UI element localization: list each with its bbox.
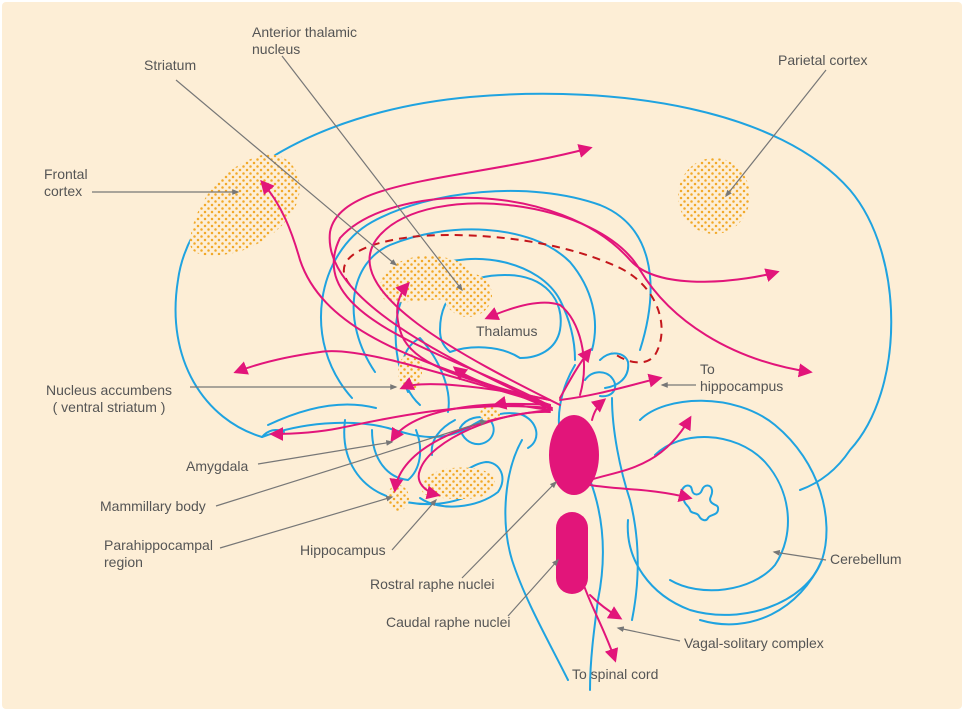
projection-mammillary (492, 395, 551, 411)
leader-caudal-raphe (507, 558, 559, 617)
anterior-thalamic-region (444, 273, 492, 317)
projection-posterior-long (368, 202, 813, 406)
label-amygdala: Amygdala (186, 458, 249, 474)
projection-vagal (589, 594, 623, 620)
cingulate-outline (320, 189, 652, 399)
leader-parahippocampal (219, 495, 394, 549)
label-parietal-cortex: Parietal cortex (778, 52, 868, 68)
leader-striatum (175, 79, 398, 266)
cerebellum-fold-outline (699, 559, 823, 626)
lateral-ventricle-dashed (343, 234, 663, 364)
parietal-cortex-region (678, 158, 750, 234)
leader-rostral-raphe (461, 480, 558, 579)
rostral-raphe-nuclei (549, 415, 599, 495)
label-vagal-solitary-complex: Vagal-solitary complex (684, 635, 824, 651)
projection-brainstem-up (590, 398, 607, 421)
projection-cerebellum-up (589, 415, 692, 481)
label-cerebellum: Cerebellum (830, 551, 902, 567)
label-striatum: Striatum (144, 57, 197, 73)
projection-amygdala (390, 402, 551, 443)
leader-mammillary (215, 419, 488, 507)
projection-parahippocampal (389, 409, 551, 493)
caudal-raphe-nuclei (556, 512, 588, 594)
label-to-spinal-cord: To spinal cord (572, 666, 659, 682)
label-frontal-cortex: Frontal cortex (44, 166, 88, 199)
label-nucleus-accumbens: Nucleus accumbens ( ventral striatum ) (46, 382, 173, 415)
mammillary-body-region (480, 406, 500, 422)
orbital-outline (267, 403, 377, 426)
frontal-cortex-region (189, 154, 300, 256)
label-caudal-raphe-nuclei: Caudal raphe nuclei (386, 614, 511, 630)
tectum-outline (599, 352, 630, 389)
hypothalamus-outline (430, 419, 456, 456)
projection-tectum (559, 347, 592, 399)
leader-hippocampus (391, 498, 437, 551)
leader-cerebellum (772, 550, 827, 561)
leader-vagal-solitary (616, 626, 681, 642)
projection-cerebellum-dentate (589, 484, 693, 503)
corpus-callosum-outline (352, 228, 596, 373)
nuclei-group (189, 154, 750, 511)
mammillary-outline (459, 416, 495, 446)
cerebrum-outline (174, 92, 893, 491)
label-parahippocampal-region: Parahippocampal region (104, 537, 213, 570)
fourth-ventricle-outline (584, 371, 617, 398)
label-to-hippocampus: To hippocampus (700, 361, 784, 394)
projection-lateral (233, 350, 551, 406)
projection-ventral (269, 405, 551, 441)
label-mammillary-body: Mammillary body (100, 498, 206, 514)
medulla-outline (589, 479, 604, 691)
label-thalamus: Thalamus (476, 323, 538, 339)
brainstem-front-outline (504, 439, 569, 681)
amygdala-region-outline (371, 429, 422, 481)
projection-cingulate-back (332, 196, 780, 407)
projection-thalamus (484, 301, 585, 396)
projection-hypothalamus (452, 366, 551, 401)
dentate-nucleus-outline (681, 484, 720, 522)
label-rostral-raphe-nuclei: Rostral raphe nuclei (370, 576, 495, 592)
leader-parietal-cortex (725, 69, 827, 198)
aqueduct-outline (611, 397, 639, 621)
cerebellum-inner-outline (654, 436, 789, 592)
projection-to-hippocampus (559, 373, 663, 401)
projection-superior-cortex (328, 144, 593, 409)
leader-amygdala (257, 440, 394, 465)
label-hippocampus: Hippocampus (300, 542, 386, 558)
label-anterior-thalamic-nucleus: Anterior thalamic nucleus (252, 24, 358, 57)
leader-anterior-thalamic (281, 55, 463, 292)
